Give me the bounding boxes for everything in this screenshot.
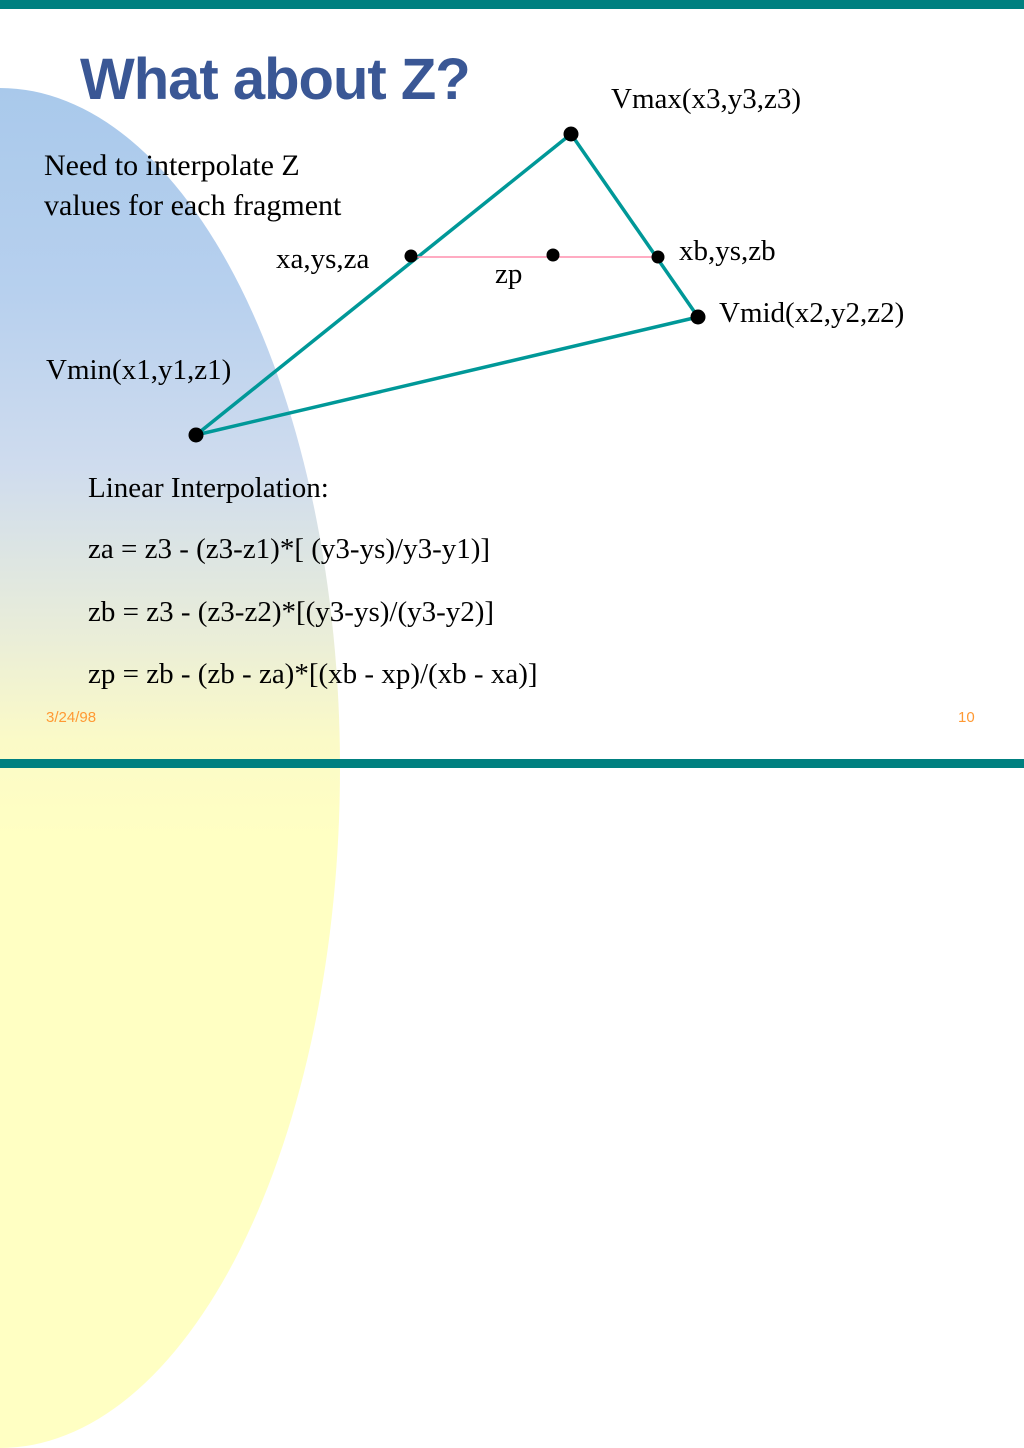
vertex-dot-vmax [563,126,579,142]
note-line-2: values for each fragment [44,189,342,222]
triangle-diagram [188,126,706,443]
equation-za: za = z3 - (z3-z1)*[ (y3-ys)/y3-y1)] [88,533,491,565]
slide-title: What about Z? [80,47,471,112]
label-vmin: Vmin(x1,y1,z1) [46,354,232,386]
top-accent-bar [0,0,1024,9]
note-text: Need to interpolate Z values for each fr… [44,146,341,226]
interpolation-heading: Linear Interpolation: [88,472,329,504]
triangle-outline [194,132,700,437]
point-dot-xa [404,249,418,263]
equation-zp: zp = zb - (zb - za)*[(xb - xp)/(xb - xa)… [88,658,538,690]
footer-date: 3/24/98 [46,709,97,726]
note-line-1: Need to interpolate Z [44,149,300,182]
vertex-dot-vmin [188,427,204,443]
label-xa: xa,ys,za [276,243,370,275]
label-vmid: Vmid(x2,y2,z2) [719,297,905,329]
label-zp: zp [495,258,523,290]
footer-page-number: 10 [958,709,975,726]
equation-zb: zb = z3 - (z3-z2)*[(y3-ys)/(y3-y2)] [88,596,495,628]
label-xb: xb,ys,zb [679,235,776,267]
point-dot-xb [651,250,665,264]
bottom-accent-bar [0,759,1024,768]
vertex-dot-vmid [690,309,706,325]
label-vmax: Vmax(x3,y3,z3) [611,83,802,115]
point-dot-zp [546,248,560,262]
